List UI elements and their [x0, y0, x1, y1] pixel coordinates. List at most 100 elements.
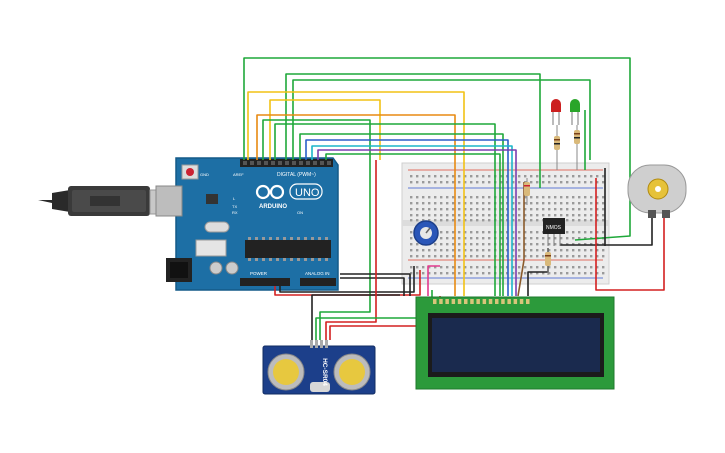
breadboard-hole	[512, 175, 515, 178]
breadboard-hole	[572, 249, 575, 252]
breadboard-hole	[524, 266, 527, 269]
breadboard-hole	[428, 219, 431, 222]
breadboard-hole	[482, 243, 485, 246]
breadboard-hole	[452, 196, 455, 199]
breadboard-hole	[434, 175, 437, 178]
breadboard-hole	[440, 181, 443, 184]
breadboard-hole	[422, 272, 425, 275]
breadboard-hole	[446, 208, 449, 211]
breadboard-hole	[488, 231, 491, 234]
breadboard-hole	[566, 214, 569, 217]
breadboard-hole	[434, 208, 437, 211]
breadboard-hole	[446, 175, 449, 178]
lcd-pin	[470, 299, 474, 304]
breadboard-hole	[416, 208, 419, 211]
breadboard-hole	[488, 208, 491, 211]
breadboard-hole	[530, 237, 533, 240]
breadboard-hole	[458, 214, 461, 217]
breadboard-hole	[482, 208, 485, 211]
breadboard-hole	[434, 243, 437, 246]
lcd-pin	[482, 299, 487, 304]
breadboard-hole	[512, 249, 515, 252]
breadboard-hole	[512, 231, 515, 234]
breadboard-hole	[482, 219, 485, 222]
breadboard-hole	[584, 175, 587, 178]
breadboard-hole	[416, 266, 419, 269]
breadboard-hole	[482, 196, 485, 199]
breadboard-hole	[500, 231, 503, 234]
breadboard-hole	[596, 219, 599, 222]
hc-sr04-label: HC-SR04	[321, 358, 328, 386]
breadboard-hole	[410, 208, 413, 211]
breadboard-hole	[554, 175, 557, 178]
breadboard-hole	[470, 231, 473, 234]
breadboard-hole	[428, 208, 431, 211]
breadboard-hole	[440, 208, 443, 211]
breadboard-hole	[410, 243, 413, 246]
breadboard-hole	[530, 219, 533, 222]
breadboard-hole	[584, 208, 587, 211]
breadboard-hole	[428, 272, 431, 275]
breadboard-hole	[440, 249, 443, 252]
breadboard-hole	[548, 249, 551, 252]
breadboard-hole	[458, 272, 461, 275]
breadboard-hole	[572, 175, 575, 178]
breadboard-hole	[482, 181, 485, 184]
breadboard-hole	[452, 208, 455, 211]
breadboard-hole	[572, 181, 575, 184]
breadboard-hole	[482, 231, 485, 234]
breadboard-hole	[590, 231, 593, 234]
breadboard-hole	[524, 208, 527, 211]
breadboard-hole	[578, 214, 581, 217]
breadboard-hole	[434, 266, 437, 269]
breadboard-hole	[452, 214, 455, 217]
breadboard-hole	[524, 249, 527, 252]
breadboard-hole	[476, 214, 479, 217]
digital-label: DIGITAL (PWM~)	[277, 172, 316, 178]
red-led	[551, 99, 561, 125]
breadboard-hole	[524, 272, 527, 275]
breadboard-hole	[578, 272, 581, 275]
breadboard-hole	[464, 231, 467, 234]
breadboard-hole	[470, 249, 473, 252]
breadboard-hole	[548, 214, 551, 217]
breadboard-hole	[464, 214, 467, 217]
breadboard-hole	[554, 202, 557, 205]
breadboard-hole	[458, 175, 461, 178]
lcd-pin	[519, 299, 524, 304]
breadboard-hole	[470, 214, 473, 217]
breadboard-hole	[566, 202, 569, 205]
breadboard-hole	[530, 175, 533, 178]
breadboard-hole	[530, 255, 533, 258]
breadboard-hole	[518, 202, 521, 205]
breadboard-hole	[524, 243, 527, 246]
breadboard-hole	[452, 175, 455, 178]
breadboard-hole	[512, 243, 515, 246]
breadboard-hole	[530, 208, 533, 211]
breadboard-hole	[488, 181, 491, 184]
breadboard-hole	[470, 266, 473, 269]
breadboard-hole	[560, 249, 563, 252]
breadboard-hole	[518, 255, 521, 258]
potentiometer[interactable]	[413, 220, 439, 246]
breadboard-hole	[410, 255, 413, 258]
breadboard-hole	[596, 231, 599, 234]
breadboard-hole	[578, 219, 581, 222]
breadboard-hole	[602, 266, 605, 269]
breadboard-hole	[572, 266, 575, 269]
breadboard-hole	[536, 249, 539, 252]
breadboard-hole	[572, 231, 575, 234]
breadboard-hole	[410, 202, 413, 205]
breadboard-hole	[458, 249, 461, 252]
breadboard-hole	[500, 175, 503, 178]
breadboard-hole	[446, 214, 449, 217]
breadboard-hole	[464, 249, 467, 252]
breadboard-hole	[560, 214, 563, 217]
arduino-logo	[255, 184, 285, 200]
breadboard-hole	[440, 214, 443, 217]
breadboard-hole	[500, 202, 503, 205]
breadboard-hole	[536, 219, 539, 222]
breadboard-hole	[464, 272, 467, 275]
breadboard-hole	[428, 202, 431, 205]
breadboard-hole	[434, 272, 437, 275]
